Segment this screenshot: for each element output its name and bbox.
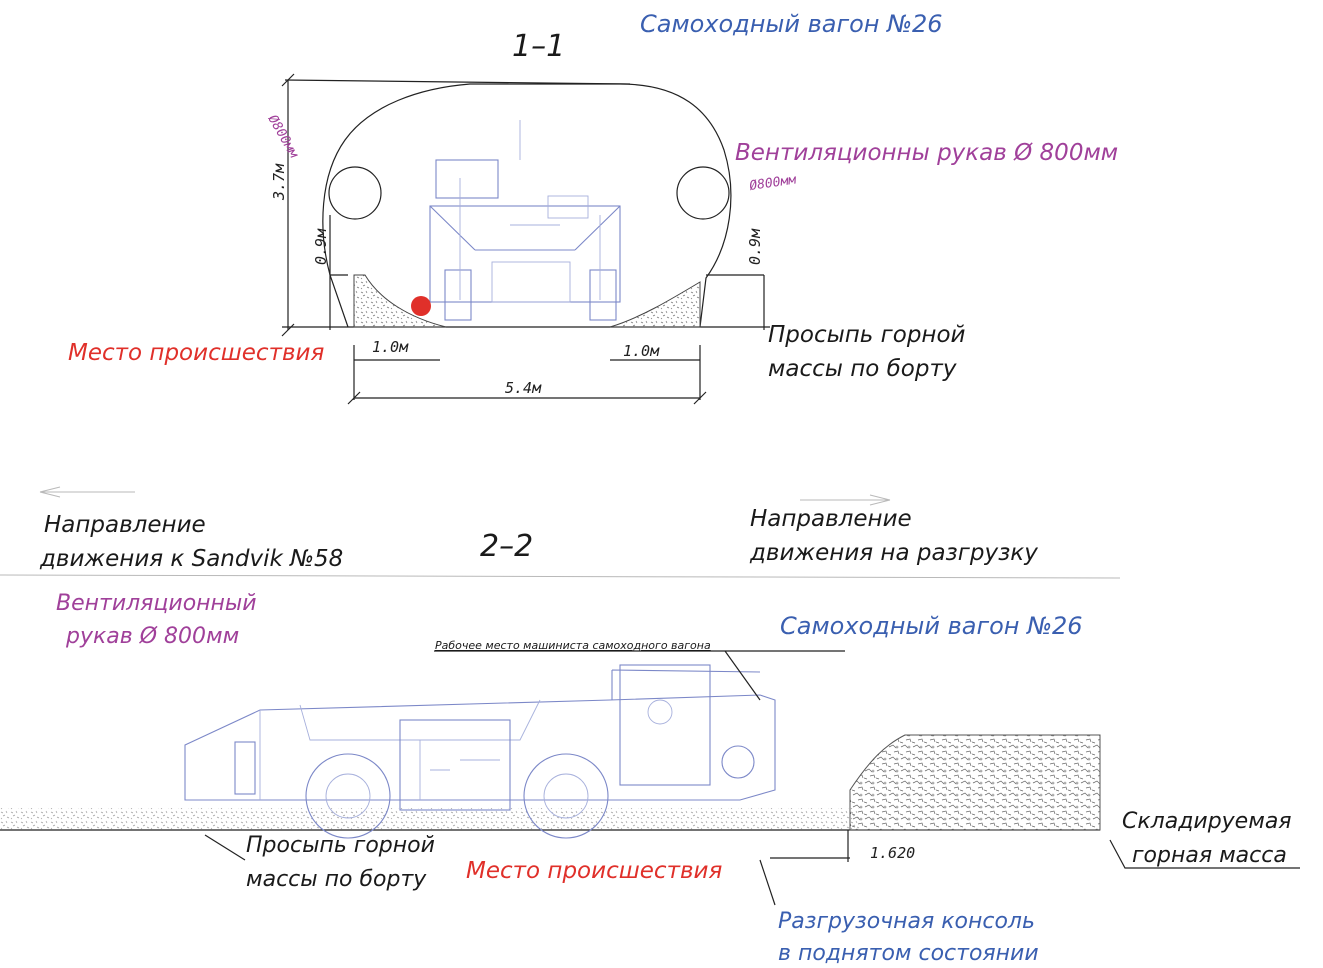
section-1-title: 1–1 bbox=[512, 29, 565, 64]
width-left: 1.0м bbox=[372, 338, 409, 356]
width-right: 1.0м bbox=[623, 342, 660, 360]
wagon-side-view bbox=[184, 664, 776, 839]
spill-left bbox=[353, 274, 447, 328]
console-label-line1: Разгрузочная консоль bbox=[778, 909, 1035, 934]
height-total: 3.7м bbox=[270, 163, 288, 201]
duct-dim-left: Ø800мм bbox=[265, 113, 302, 162]
spill-label-1-line2: массы по борту bbox=[768, 356, 957, 382]
duct-label-top: Вентиляционны рукав Ø 800мм bbox=[735, 140, 1118, 166]
height-left: 0.9м bbox=[312, 228, 330, 265]
arrow-right bbox=[800, 494, 891, 506]
incident-label-2: Место происшествия bbox=[466, 858, 722, 884]
section-1-1 bbox=[281, 73, 770, 405]
vent-duct-left bbox=[328, 166, 382, 220]
arrow-left bbox=[39, 486, 135, 498]
stored-label-line1: Складируемая bbox=[1122, 809, 1292, 834]
section-2-2 bbox=[0, 650, 1300, 906]
wagon-label-top: Самоходный вагон №26 bbox=[640, 10, 943, 38]
wagon-front-view bbox=[429, 120, 621, 321]
direction-right-line1: Направление bbox=[750, 506, 912, 532]
vent-duct-right bbox=[676, 166, 730, 220]
section-2-title: 2–2 bbox=[480, 529, 533, 564]
console-label-line2: в поднятом состоянии bbox=[778, 941, 1039, 966]
height-right: 0.9м bbox=[746, 228, 764, 265]
duct-label-2-line1: Вентиляционный bbox=[56, 591, 257, 616]
spill-label-1-line1: Просыпь горной bbox=[768, 322, 966, 348]
direction-left-line2: движения к Sandvik №58 bbox=[39, 546, 343, 572]
stored-rock-pile bbox=[849, 734, 1101, 831]
direction-left-line1: Направление bbox=[44, 512, 206, 538]
spill-label-2-line1: Просыпь горной bbox=[246, 833, 435, 858]
height-mark: 1.620 bbox=[870, 844, 915, 862]
tunnel-profile bbox=[322, 83, 732, 328]
direction-right-line2: движения на разгрузку bbox=[749, 540, 1038, 566]
width-total: 5.4м bbox=[505, 379, 542, 397]
duct-dim-right: Ø800мм bbox=[748, 172, 798, 194]
wagon-label-2: Самоходный вагон №26 bbox=[780, 612, 1083, 640]
stored-label-line2: горная масса bbox=[1132, 843, 1287, 868]
duct-label-2-line2: рукав Ø 800мм bbox=[65, 624, 239, 649]
incident-label-1: Место происшествия bbox=[68, 340, 324, 366]
spill-label-2-line2: массы по борту bbox=[246, 867, 427, 892]
spill-right bbox=[609, 281, 701, 328]
incident-marker-section-1 bbox=[411, 296, 431, 316]
operator-place-label: Рабочее место машиниста самоходного ваго… bbox=[435, 639, 711, 652]
ground-spill bbox=[0, 808, 860, 830]
